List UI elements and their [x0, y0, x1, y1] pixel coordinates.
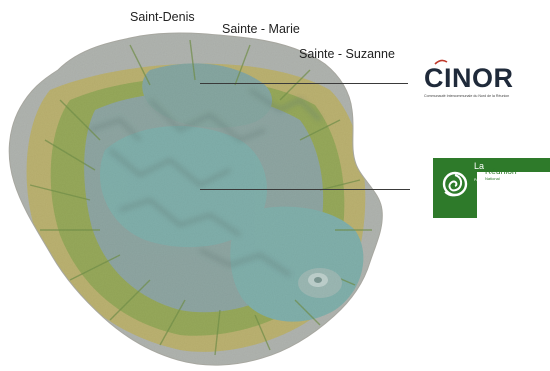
park-sub-text: Parc — [474, 178, 482, 182]
town-label-sainte-marie: Sainte - Marie — [222, 22, 300, 36]
park-national-text: National — [485, 176, 500, 181]
park-name-text: Réunion — [485, 166, 517, 176]
cinor-logo: CINOR Communauté Intercommunale du Nord … — [424, 59, 544, 104]
town-label-sainte-suzanne: Sainte - Suzanne — [299, 47, 395, 61]
cinor-swoosh-icon — [434, 59, 448, 65]
park-prefix-text: La — [474, 161, 485, 171]
leader-line-cinor — [200, 83, 408, 84]
national-park-logo: La Parc Réunion National — [433, 158, 550, 218]
park-swirl-icon — [442, 171, 468, 197]
park-logo-white-panel — [477, 172, 550, 218]
town-label-saint-denis: Saint-Denis — [130, 10, 195, 24]
leader-line-park — [200, 189, 410, 190]
cinor-tagline: Communauté Intercommunale du Nord de la … — [424, 94, 510, 98]
cinor-wordmark: CINOR — [424, 63, 514, 93]
